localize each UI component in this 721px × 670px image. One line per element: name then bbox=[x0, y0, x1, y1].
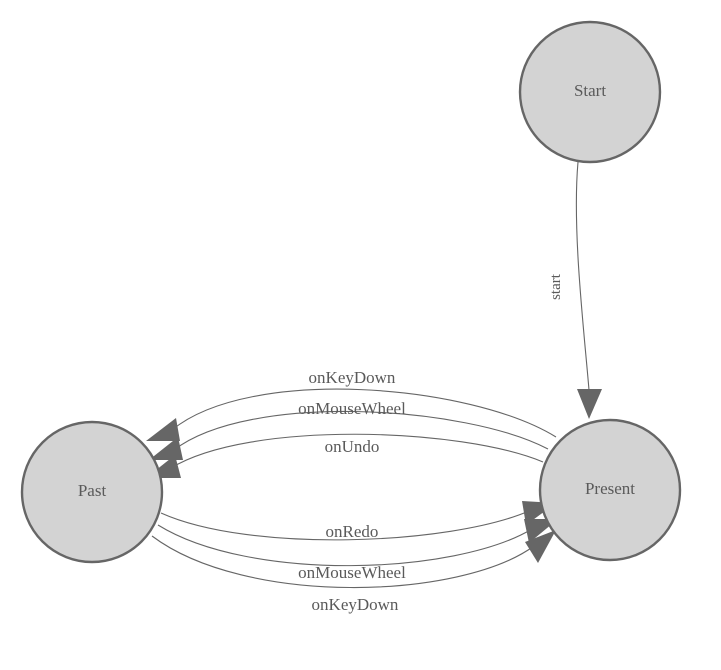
node-present-circle bbox=[538, 418, 682, 562]
edge-past-to-present-onredo-path bbox=[160, 510, 530, 541]
node-past-circle bbox=[20, 420, 164, 564]
edge-past-to-present-onkeydown-path bbox=[151, 535, 535, 589]
arrowhead-into-present-3 bbox=[525, 530, 556, 563]
edge-present-to-past-onundo-path bbox=[170, 433, 544, 469]
node-start[interactable]: Start bbox=[518, 20, 662, 164]
node-past[interactable]: Past bbox=[20, 420, 164, 564]
edge-label-onkeydown-top: onKeyDown bbox=[309, 368, 396, 387]
edge-present-to-past-onmousewheel[interactable] bbox=[149, 410, 549, 460]
edge-present-to-past-onkeydown-path bbox=[171, 388, 557, 438]
edge-label-onmousewheel-bottom: onMouseWheel bbox=[298, 563, 406, 582]
edge-start-to-present-path bbox=[575, 161, 590, 391]
edge-past-to-present-onkeydown[interactable] bbox=[151, 530, 556, 589]
edge-label-onkeydown-bottom: onKeyDown bbox=[312, 595, 399, 614]
edge-past-to-present-onmousewheel-path bbox=[157, 524, 533, 567]
node-start-circle bbox=[518, 20, 662, 164]
node-present-label: Present bbox=[585, 479, 635, 498]
arrowhead-into-past-2 bbox=[149, 437, 183, 460]
edge-label-onredo: onRedo bbox=[326, 522, 379, 541]
edge-label-onmousewheel-top: onMouseWheel bbox=[298, 399, 406, 418]
arrowhead-into-present-top bbox=[577, 389, 602, 419]
edge-start-to-present[interactable]: start bbox=[548, 161, 602, 419]
edge-label-onundo: onUndo bbox=[325, 437, 380, 456]
node-past-label: Past bbox=[78, 481, 107, 500]
arrowhead-into-past-1 bbox=[146, 418, 180, 441]
edge-present-to-past-onmousewheel-path bbox=[173, 410, 549, 451]
edge-label-start: start bbox=[548, 273, 564, 300]
node-start-label: Start bbox=[574, 81, 606, 100]
node-present[interactable]: Present bbox=[538, 418, 682, 562]
edge-present-to-past-onkeydown[interactable] bbox=[146, 388, 557, 441]
